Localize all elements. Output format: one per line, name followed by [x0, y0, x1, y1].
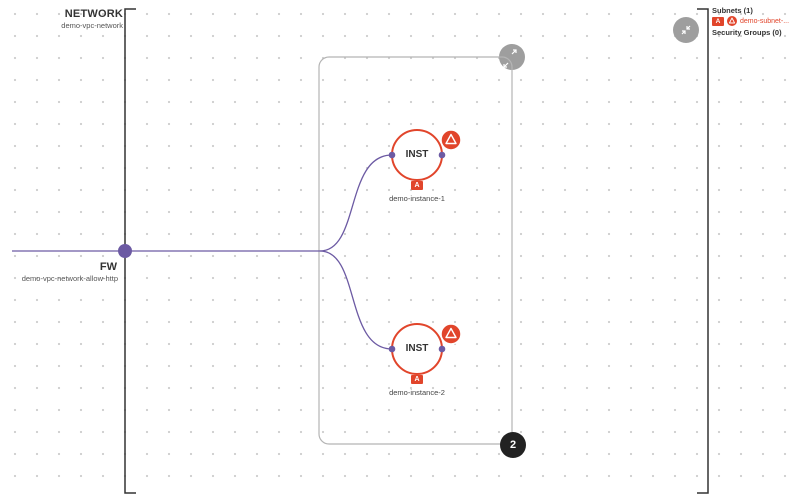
instance-1-name[interactable]: demo-instance-1 [389, 194, 445, 203]
panel-collapse-button[interactable] [673, 17, 699, 43]
subnet-name[interactable]: demo-subnet-... [740, 17, 790, 25]
warning-triangle-icon [727, 16, 737, 26]
panel-bracket [697, 8, 709, 494]
security-groups-heading[interactable]: Security Groups (0) [712, 28, 782, 37]
edge-to-instance-2 [319, 250, 393, 350]
instance-2-node[interactable] [388, 323, 446, 375]
subnets-heading[interactable]: Subnets (1) [712, 6, 753, 15]
firewall-title: FW [99, 261, 117, 273]
warning-triangle-icon[interactable] [440, 323, 462, 345]
network-name[interactable]: demo-vpc-network [61, 21, 123, 30]
firewall-node[interactable] [118, 244, 132, 258]
instance-2-name[interactable]: demo-instance-2 [389, 388, 445, 397]
instance-2-badge: A [411, 375, 423, 384]
firewall-name[interactable]: demo-vpc-network-allow-http [21, 274, 118, 283]
side-panel: Subnets (1) A demo-subnet-... Security G… [712, 6, 800, 37]
instance-1-node[interactable] [388, 129, 446, 181]
group-count-badge[interactable]: 2 [500, 432, 526, 458]
edge-to-instance-1 [319, 154, 393, 252]
warning-triangle-icon[interactable] [440, 129, 462, 151]
instance-2-label: INST [405, 343, 429, 354]
collapse-arrows-icon [503, 49, 517, 68]
instance-1-badge: A [411, 181, 423, 190]
instance-group-container [318, 56, 513, 445]
instance-1-label: INST [405, 149, 429, 160]
collapse-arrows-icon [681, 25, 691, 35]
network-title: NETWORK [64, 8, 123, 20]
subnet-row[interactable]: A demo-subnet-... [712, 16, 800, 26]
subnet-badge: A [712, 16, 724, 26]
